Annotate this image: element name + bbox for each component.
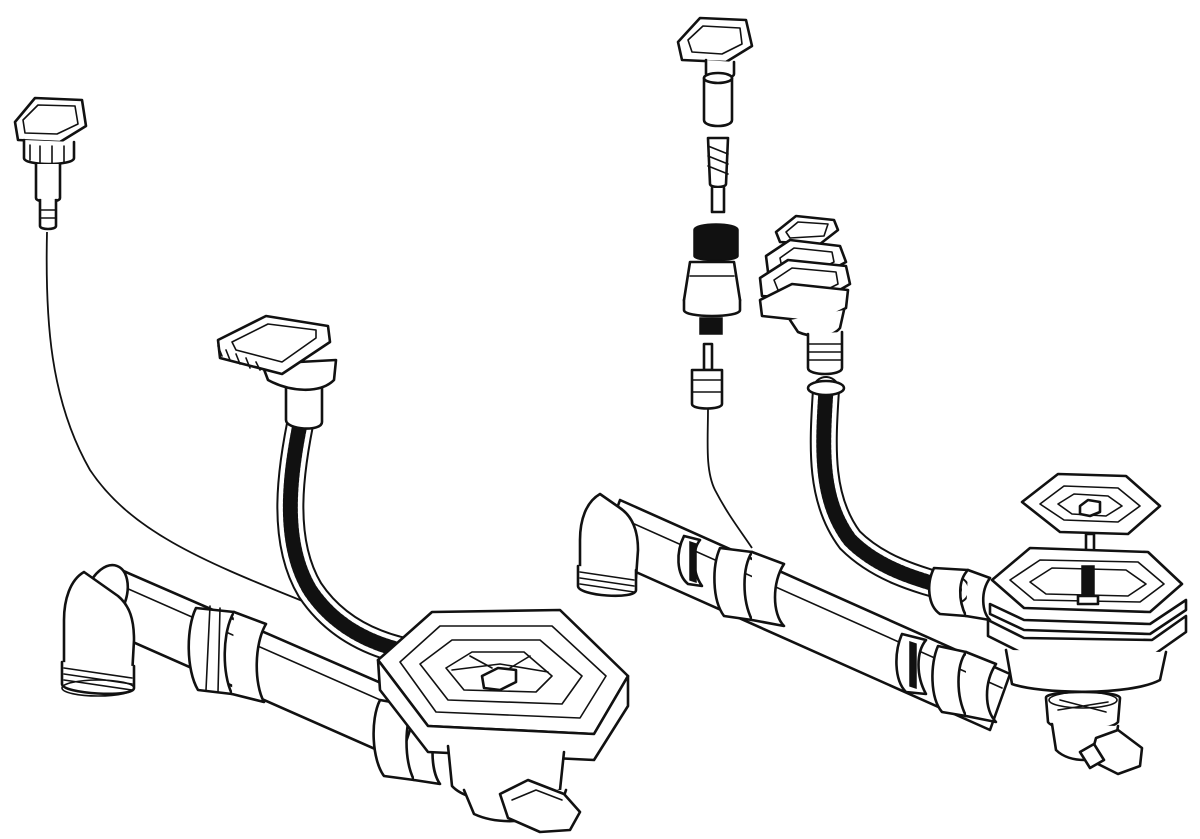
right-pipe-nut-4 — [931, 644, 998, 724]
right-knob-housing — [682, 223, 742, 335]
left-overflow-cover — [216, 314, 338, 430]
right-knob-screw — [706, 136, 730, 214]
right-knob-sleeve — [702, 71, 734, 128]
left-waste-outlet — [446, 744, 582, 834]
left-outlet-elbow — [60, 570, 136, 697]
left-pipe-nut — [187, 605, 268, 704]
right-pop-up-knob — [676, 16, 754, 80]
left-strainer-basket — [376, 608, 630, 762]
right-overflow-hose — [806, 376, 970, 604]
right-strainer-basket — [990, 546, 1184, 614]
right-outlet-elbow — [576, 492, 640, 598]
right-assembly — [576, 16, 1188, 776]
left-assembly — [13, 96, 630, 834]
right-pipe-nut-3 — [895, 632, 928, 696]
right-waste-outlet — [1044, 690, 1144, 776]
right-strainer-plug — [1020, 472, 1162, 558]
left-pop-up-knob — [13, 96, 88, 231]
right-cable-connector — [690, 342, 724, 410]
right-hose-nut — [927, 566, 992, 622]
right-overflow-plate — [758, 282, 850, 376]
right-strainer-gasket — [986, 598, 1188, 694]
right-pipe-nut-1 — [677, 534, 704, 588]
left-overflow-hose — [276, 396, 414, 664]
right-pipe-nut-2 — [713, 546, 786, 628]
right-bowden-cable — [706, 407, 753, 549]
